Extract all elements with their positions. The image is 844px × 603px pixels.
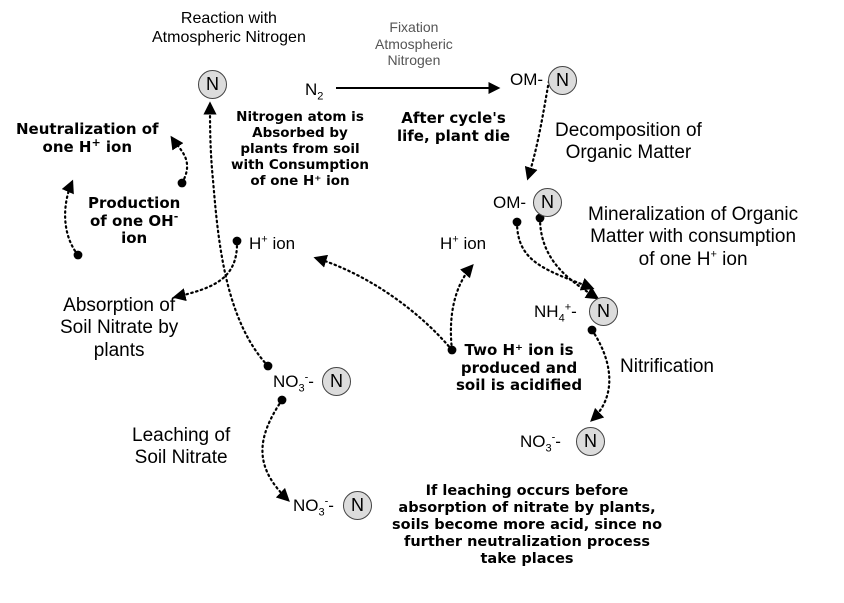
two-h-ion-label: Two H⁺ ion is produced and soil is acidi…: [456, 341, 583, 395]
h-ion-label-right: H+ ion: [440, 233, 487, 253]
arrow-no3-to-atmospheric-n: [203, 101, 273, 371]
nitrogen-atom-icon: N: [589, 297, 618, 326]
fixation-atmospheric-nitrogen-label: Fixation Atmospheric Nitrogen: [375, 19, 453, 69]
neutralization-label: Neutralization of one H+ ion: [16, 120, 159, 156]
arrow-nitrification: [587, 325, 611, 422]
nitrogen-absorbed-label: Nitrogen atom is Absorbed by plants from…: [231, 109, 369, 189]
arrow-mineralization-a: [512, 217, 595, 291]
arrow-leaching: [261, 395, 290, 502]
nitrification-label: Nitrification: [620, 356, 714, 377]
om-label-middle: OM-: [493, 193, 527, 212]
arrow-oh-production: [61, 179, 83, 260]
nitrogen-atom-icon: N: [533, 188, 562, 217]
nitrogen-atom-icon: N: [322, 367, 351, 396]
nitrogen-atom-icon: N: [548, 66, 577, 95]
production-oh-label: Production of one OH- ion: [88, 194, 181, 248]
nitrate-label-bottom: NO3--: [293, 495, 334, 519]
absorption-soil-nitrate-label: Absorption of Soil Nitrate by plants: [60, 295, 179, 361]
reaction-with-atmospheric-nitrogen-label: Reaction with Atmospheric Nitrogen: [152, 10, 306, 46]
om-label-top: OM-: [510, 70, 544, 89]
arrow-two-h-to-h-ion-left: [313, 254, 457, 355]
h-ion-label-left: H+ ion: [249, 233, 296, 253]
nitrogen-atom-icon: N: [576, 427, 605, 456]
leaching-label: Leaching of Soil Nitrate: [132, 425, 231, 469]
decomposition-label: Decomposition of Organic Matter: [555, 120, 702, 164]
arrow-h-ion-to-absorption: [172, 236, 242, 302]
ammonium-label: NH4+-: [534, 301, 577, 325]
arrow-mineralization-b: [535, 213, 600, 300]
nitrogen-atom-icon: N: [343, 491, 372, 520]
nitrogen-atom-icon: N: [198, 70, 227, 99]
mineralization-label: Mineralization of Organic Matter with co…: [588, 204, 799, 270]
leaching-consequence-label: If leaching occurs before absorption of …: [392, 483, 663, 568]
nitrate-label-right: NO3--: [520, 431, 561, 455]
arrow-production-to-neutralization: [170, 135, 189, 188]
n2-label: N2: [305, 80, 324, 103]
nitrate-label-left: NO3--: [273, 371, 314, 395]
plant-die-label: After cycle's life, plant die: [397, 109, 511, 145]
arrow-two-h-to-h-ion-right: [449, 264, 474, 352]
arrow-decomposition: [524, 74, 552, 181]
